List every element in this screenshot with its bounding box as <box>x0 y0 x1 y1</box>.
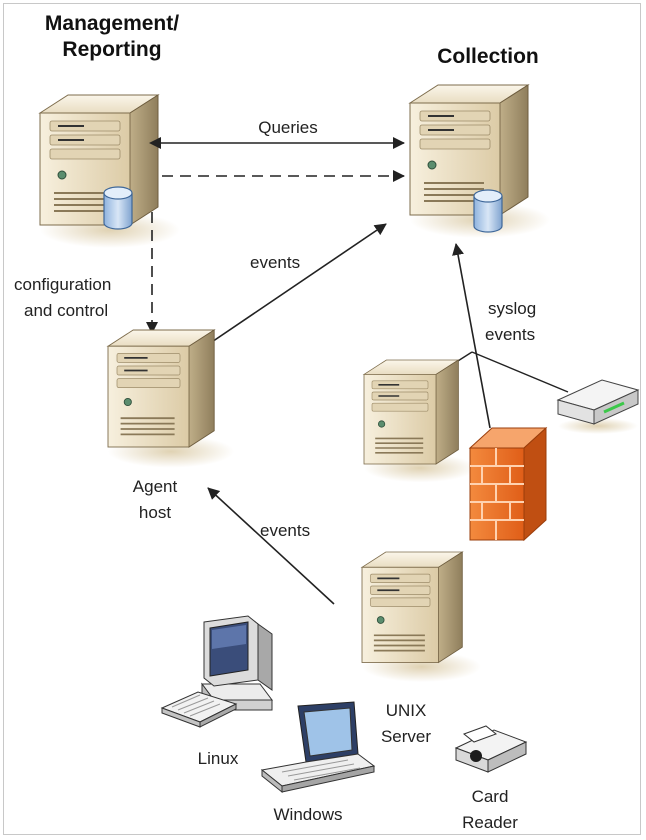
agent-host-server-icon <box>107 329 235 469</box>
desktop-computer-icon <box>201 615 273 712</box>
events-top-label: events <box>250 253 300 272</box>
unix-server-icon <box>361 551 482 683</box>
syslog-label-line1: syslog <box>488 299 536 318</box>
config-label-line2: and control <box>24 301 108 320</box>
unix-label-line1: UNIX <box>386 701 427 720</box>
syslog-label-line2: events <box>485 325 535 344</box>
card-reader-icon <box>454 725 528 773</box>
card-reader-label-line2: Reader <box>462 813 518 832</box>
agent-host-label-line1: Agent <box>133 477 178 496</box>
events-bottom-label: events <box>260 521 310 540</box>
unix-label-line2: Server <box>381 727 431 746</box>
laptop-icon <box>260 701 376 794</box>
management-database-icon <box>103 186 133 230</box>
syslog-server-icon <box>363 359 477 484</box>
agent-host-label-line2: host <box>139 503 171 522</box>
events-arrow-top <box>199 223 387 351</box>
management-header-line1: Management/ <box>45 12 179 35</box>
events-arrow-bottom <box>207 487 335 605</box>
collection-database-icon <box>473 189 503 233</box>
card-reader-label-line1: Card <box>472 787 509 806</box>
router-icon <box>556 379 640 434</box>
firewall-icon <box>468 426 548 542</box>
keyboard-icon <box>160 691 238 728</box>
management-header-line2: Reporting <box>62 38 161 61</box>
collection-header: Collection <box>437 45 539 68</box>
syslog-line-router <box>471 351 569 393</box>
linux-label: Linux <box>198 749 239 768</box>
config-label-line1: configuration <box>14 275 111 294</box>
windows-label: Windows <box>274 805 343 824</box>
queries-label: Queries <box>258 118 318 137</box>
syslog-arrow <box>452 243 491 429</box>
diagram-frame <box>3 3 641 835</box>
